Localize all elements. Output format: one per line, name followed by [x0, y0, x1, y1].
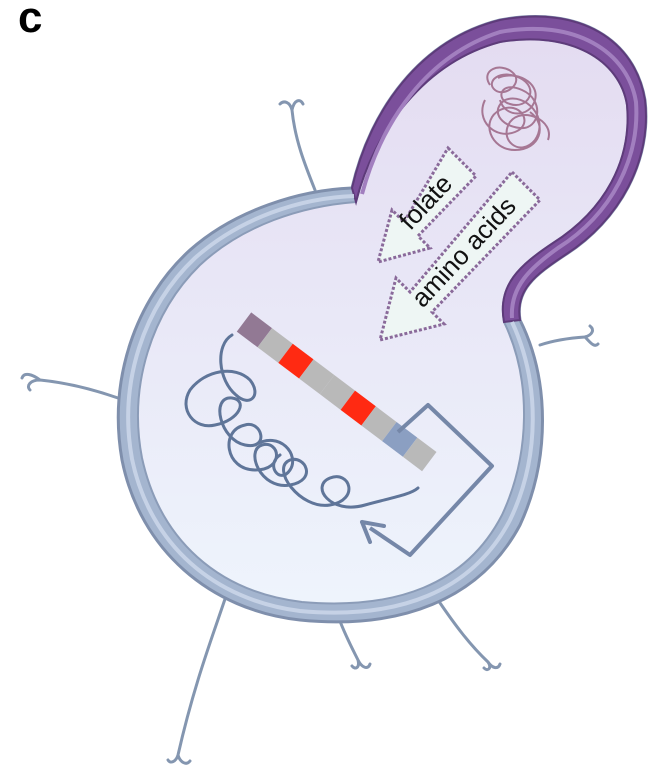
- appendage-top: [280, 101, 315, 190]
- appendage-bottom-right: [438, 600, 500, 670]
- cell-body: [118, 17, 646, 622]
- appendage-left: [22, 374, 118, 398]
- appendage-right: [540, 326, 598, 345]
- appendage-bottom-mid: [338, 616, 370, 668]
- appendage-bottom-left: [168, 590, 228, 763]
